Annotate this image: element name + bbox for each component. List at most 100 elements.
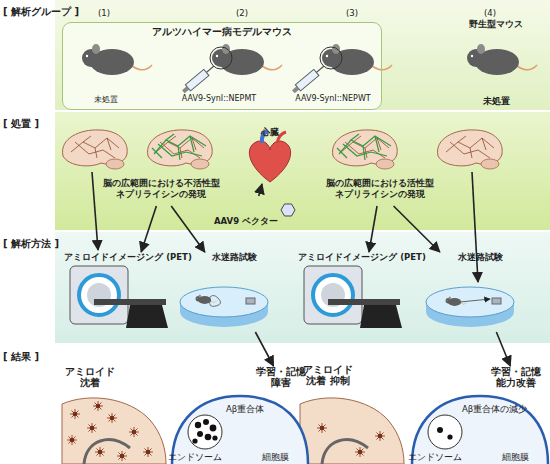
arrow-connector	[369, 206, 377, 252]
mouse	[212, 44, 282, 75]
part-label: エンドソーム	[168, 452, 222, 464]
result-label: 学習・記憶 能力改善	[485, 366, 547, 394]
aggregate	[195, 422, 201, 428]
group-label: AAV9-SynI::NEPMT	[169, 94, 269, 108]
brain-expressing	[333, 130, 398, 169]
brain	[438, 130, 503, 169]
arrow-connector	[394, 206, 440, 252]
barrel	[185, 69, 209, 91]
aggregate	[192, 438, 197, 443]
leader-arrow	[472, 172, 478, 282]
method-label: 水迷路試験	[194, 252, 274, 332]
aggregate	[437, 427, 443, 433]
abeta-aggregates	[192, 419, 217, 444]
band-groups	[55, 0, 550, 110]
result-label: アミロイド 沈着 抑制	[300, 364, 356, 394]
callout-number: (4)	[484, 8, 496, 18]
plunger	[182, 86, 189, 93]
node-text: アミロイド 沈着	[62, 366, 118, 389]
row-band: [ 解析グループ ]アルツハイマー病モデルマウス未処置 AAV9-SynI::NE…	[0, 0, 550, 112]
node-text: アルツハイマー病モデルマウス	[63, 26, 381, 39]
swimming-mouse	[446, 297, 467, 306]
expression-label: 脳の広範囲における不活性型ネプリライシンの発現	[100, 178, 222, 206]
amyloid-plaque	[317, 423, 327, 433]
part-label: Aβ重合体の減少	[462, 404, 527, 416]
expression-label: 脳の広範囲における活性型ネプリライシンの発現	[322, 178, 437, 206]
vector-label: AAV9 ベクター	[214, 196, 294, 230]
brain-expressing	[148, 130, 213, 169]
injection-site	[210, 47, 232, 69]
node-text: 野生型マウス	[469, 18, 523, 31]
hippocampus	[84, 440, 130, 464]
amyloid-plaque	[87, 423, 97, 433]
plunger	[292, 86, 299, 93]
pet-scanner	[70, 266, 168, 328]
mouse	[82, 44, 152, 75]
pet-scanner	[304, 266, 402, 328]
swim-path	[460, 299, 490, 302]
arrow-connector	[255, 332, 273, 366]
amyloid-plaque	[95, 447, 105, 457]
amyloid-plaque	[117, 451, 127, 461]
part-label: エンドソーム	[408, 452, 462, 464]
aggregate	[197, 431, 203, 437]
node-text: 脳の広範囲における活性型ネプリライシンの発現	[322, 178, 437, 199]
amyloid-plaque	[67, 435, 77, 445]
row-band: [ 解析方法 ]アミロイドイメージング (PET)水迷路試験アミロイドイメージン…	[0, 232, 550, 345]
group-label: AAV9-SynI::NEPWT	[287, 94, 379, 108]
aggregate	[203, 419, 209, 425]
part-label: 細胞膜	[502, 452, 529, 464]
heart	[249, 141, 290, 182]
arrow-connector	[141, 206, 156, 252]
aggregate	[447, 434, 452, 439]
node-text: AAV9-SynI::NEPMT	[169, 94, 269, 103]
method-label: アミロイドイメージング (PET)	[64, 252, 192, 332]
node-text: 学習・記憶 能力改善	[485, 366, 547, 389]
needle	[206, 66, 214, 72]
syringe	[291, 63, 327, 95]
node-text: 水迷路試験	[194, 252, 274, 264]
result-label: アミロイド 沈着	[62, 366, 118, 394]
method-label: 水迷路試験	[430, 252, 530, 332]
brain	[63, 130, 128, 169]
method-label: アミロイドイメージング (PET)	[298, 252, 426, 332]
needle	[316, 66, 324, 72]
mouse	[467, 44, 537, 75]
node-text: [ 結果 ]	[3, 350, 39, 364]
amyloid-plaque	[70, 409, 80, 419]
organ-label: 心臓	[240, 126, 300, 184]
callout-number: (2)	[236, 8, 248, 18]
water-pool	[426, 287, 514, 327]
node-text: [ 解析方法 ]	[3, 237, 59, 251]
amyloid-plaque	[355, 447, 365, 457]
node-text: 水迷路試験	[430, 252, 530, 264]
arrow-connector	[171, 206, 205, 252]
syringe	[181, 63, 217, 95]
result-label: 学習・記憶 障害	[250, 366, 312, 394]
leader-arrow	[92, 172, 98, 250]
node-text: 脳の広範囲における不活性型ネプリライシンの発現	[100, 178, 222, 199]
part-label: 細胞膜	[262, 452, 289, 464]
barrel	[295, 69, 319, 91]
aggregate	[205, 434, 212, 441]
group-label: 未処置	[81, 94, 131, 108]
endosome	[428, 415, 462, 449]
node-text: 未処置	[483, 95, 510, 108]
node-text: 学習・記憶 障害	[250, 366, 312, 389]
node-text: AAV9 ベクター	[214, 216, 278, 228]
node-text: [ 処置 ]	[3, 117, 39, 131]
endosome	[188, 415, 222, 449]
water-pool	[180, 287, 268, 327]
part-label: Aβ重合体	[226, 404, 264, 416]
aav9-vector	[281, 204, 295, 216]
row-band: [ 処置 ] 脳の広範囲における不活性型ネプリライシンの発現心臓 AAV9 ベクター…	[0, 112, 550, 232]
arrow-connector	[259, 184, 262, 196]
amyloid-plaque	[107, 413, 117, 423]
node-text: アミロイドイメージング (PET)	[64, 252, 192, 264]
node-text: 未処置	[81, 94, 131, 105]
swimming-mouse	[196, 295, 217, 304]
aggregate	[210, 425, 217, 432]
node-text: [ 解析グループ ]	[3, 5, 79, 19]
